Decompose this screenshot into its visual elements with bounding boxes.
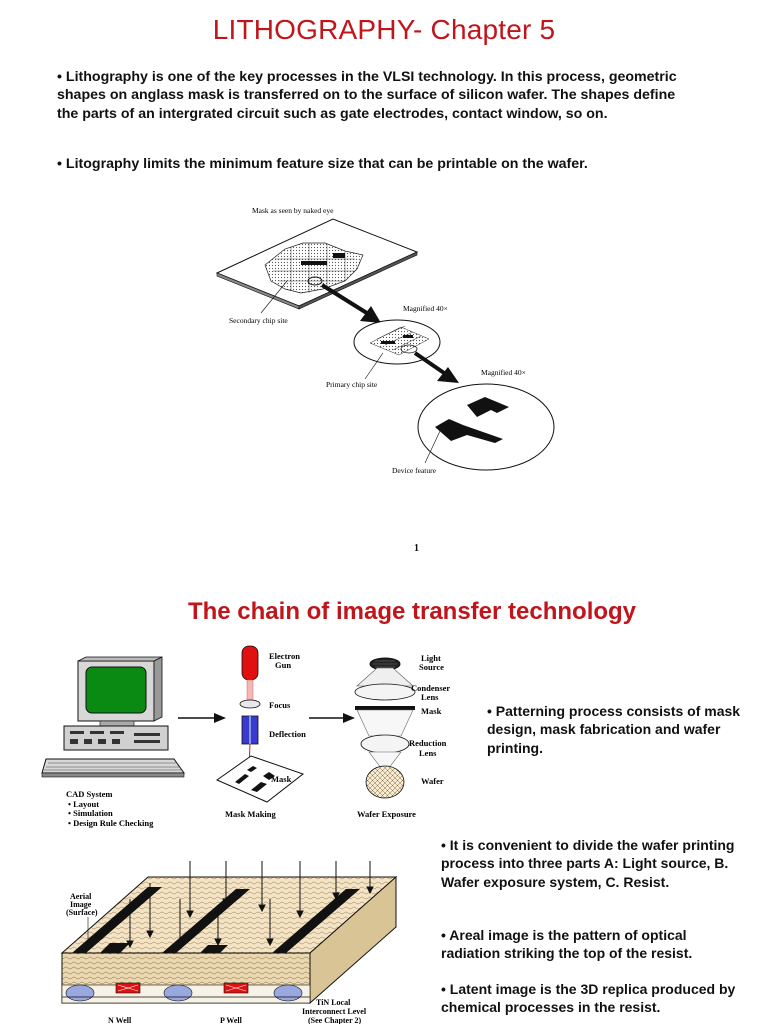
label-aerial: Aerial xyxy=(70,892,92,901)
wafer-disk xyxy=(365,765,405,799)
device-feature-shape-2 xyxy=(435,419,503,443)
label-mask-2: Mask xyxy=(421,706,442,716)
label-focus: Focus xyxy=(269,700,291,710)
mask-making-figure: Electron Gun Focus Deflection Mask Mask … xyxy=(215,645,306,819)
cad-label-title: CAD System xyxy=(66,789,113,799)
label-nwell: N Well xyxy=(108,1016,132,1024)
label-wafer: Wafer xyxy=(421,776,444,786)
arrow-cad-to-mask-icon xyxy=(178,713,226,723)
label-mask-1: Mask xyxy=(271,774,292,784)
wafer-exposure-figure: Light Source Condenser Lens Mask Reducti… xyxy=(354,653,450,819)
label-reduction-lens: Lens xyxy=(419,748,437,758)
cad-label-layout: • Layout xyxy=(68,799,99,809)
label-deflection: Deflection xyxy=(269,729,306,739)
aerial-stripe-1 xyxy=(72,887,162,953)
label-pwell: P Well xyxy=(220,1016,243,1024)
magnify-arrow-2 xyxy=(437,367,459,383)
label-condenser: Condenser xyxy=(411,683,450,693)
mask-plate-2 xyxy=(215,755,305,803)
right-bullet-areal: • Areal image is the pattern of optical … xyxy=(441,927,693,962)
label-see-chapter: (See Chapter 2) xyxy=(308,1016,362,1024)
computer-case xyxy=(63,725,169,751)
keyboard xyxy=(41,758,185,774)
label-condenser-lens: Lens xyxy=(421,692,439,702)
device-feature-shape-1 xyxy=(467,397,509,417)
slide1-title: LITHOGRAPHY- Chapter 5 xyxy=(212,14,556,45)
right-bullet-patterning: • Patterning process consists of mask de… xyxy=(487,703,741,756)
aerial-stripe-2 xyxy=(162,889,250,953)
mask-layer xyxy=(355,706,415,710)
label-interconnect: Interconnect Level xyxy=(302,1007,367,1016)
arrow-mask-to-wafer-icon xyxy=(309,713,355,723)
label-source: Source xyxy=(419,662,444,672)
right-bullet-latent: • Latent image is the 3D replica produce… xyxy=(441,981,736,1016)
cad-label-simulation: • Simulation xyxy=(68,808,113,818)
monitor-screen xyxy=(85,666,147,714)
label-wafer-exposure: Wafer Exposure xyxy=(357,809,416,819)
label-magnified-2: Magnified 40× xyxy=(481,368,526,377)
label-reduction: Reduction xyxy=(409,738,447,748)
label-electron: Electron xyxy=(269,651,300,661)
electron-gun xyxy=(241,645,259,681)
magnify-arrow-1 xyxy=(360,306,381,323)
label-magnified-1: Magnified 40× xyxy=(403,304,448,313)
condenser-lens xyxy=(354,683,416,701)
label-secondary-chip: Secondary chip site xyxy=(229,316,288,325)
label-mask-making: Mask Making xyxy=(225,809,277,819)
label-surface: (Surface) xyxy=(66,908,98,917)
slide2-title: The chain of image transfer technology xyxy=(187,598,637,625)
slide1-bullet-1: • Lithography is one of the key processe… xyxy=(57,69,677,122)
page-number: 1 xyxy=(414,543,419,554)
cad-label-drc: • Design Rule Checking xyxy=(68,818,154,828)
label-device-feature: Device feature xyxy=(392,466,437,475)
label-mask-naked-eye: Mask as seen by naked eye xyxy=(252,206,334,215)
slide1-bullet-2: • Litography limits the minimum feature … xyxy=(57,156,588,172)
label-image: Image xyxy=(70,900,92,909)
cad-system-figure: CAD System • Layout • Simulation • Desig… xyxy=(41,656,185,828)
aerial-stripe-3 xyxy=(272,889,360,953)
resist-cross-section-figure: Aerial Image (Surface) N Well P Well TiN… xyxy=(60,861,398,1024)
label-primary-chip: Primary chip site xyxy=(326,380,378,389)
mask-magnification-figure: Mask as seen by naked eye Magnified 40× … xyxy=(215,206,555,475)
label-gun: Gun xyxy=(275,660,291,670)
label-light: Light xyxy=(421,653,441,663)
label-tin: TiN Local xyxy=(316,998,351,1007)
magnified-circle-2 xyxy=(417,383,555,471)
reduction-lens xyxy=(360,734,410,754)
right-bullet-divide: • It is convenient to divide the wafer p… xyxy=(441,837,735,890)
